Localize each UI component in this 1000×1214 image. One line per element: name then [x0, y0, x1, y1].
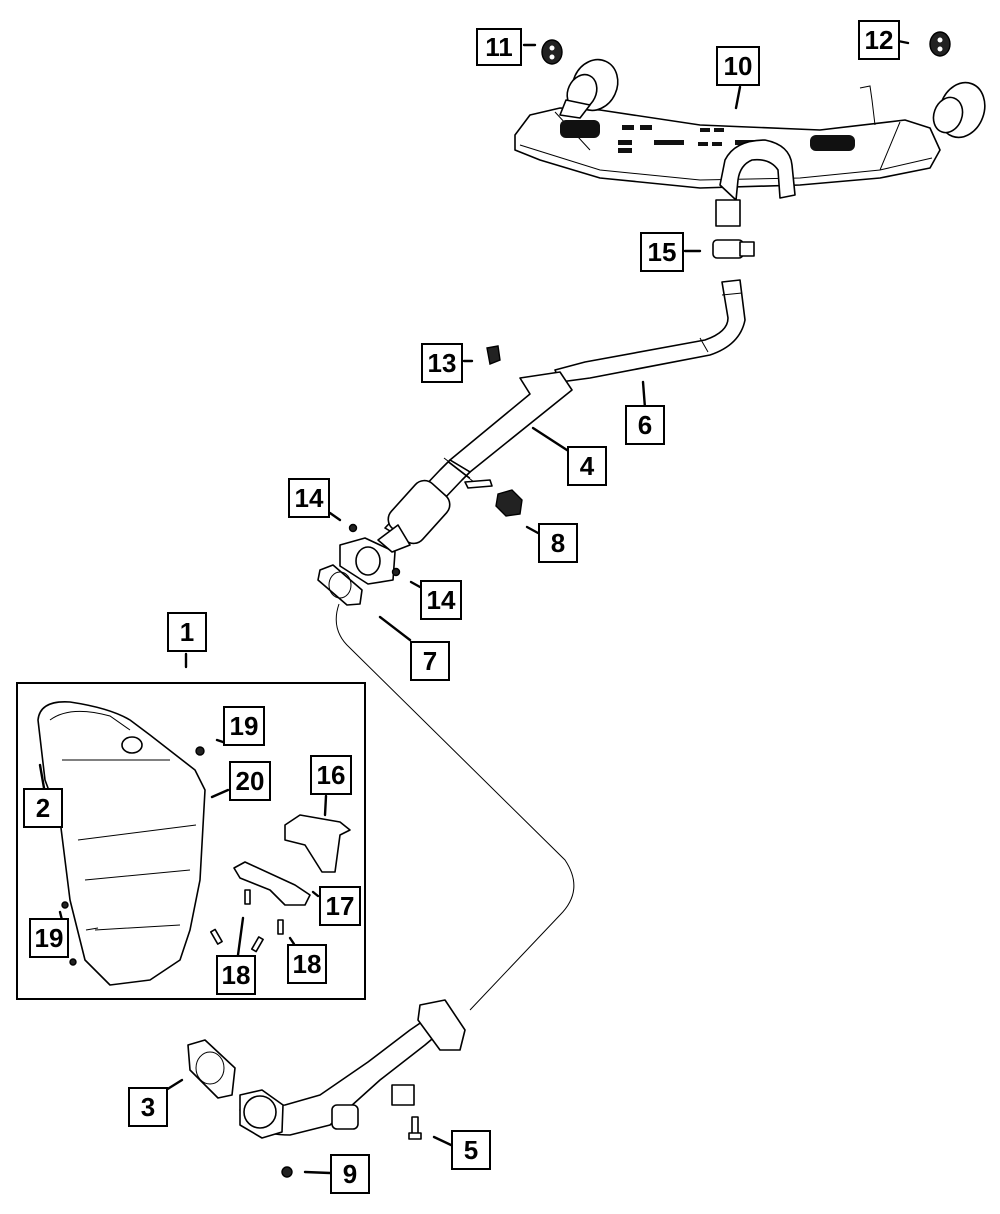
- callout-9[interactable]: 9: [330, 1154, 370, 1194]
- front-pipe-part: [239, 999, 466, 1139]
- leader-lines: [38, 39, 910, 1175]
- callout-19-upper[interactable]: 19: [223, 706, 265, 746]
- nut-14-upper: [348, 523, 358, 533]
- nut-19-upper: [195, 746, 205, 756]
- intermediate-pipe-part: [339, 371, 573, 585]
- callout-3[interactable]: 3: [128, 1087, 168, 1127]
- isolator-13-part: [486, 345, 501, 365]
- tailpipe-part: [554, 279, 746, 383]
- assembly-1-frame: [16, 682, 366, 1000]
- isolator-11-part: [541, 39, 563, 65]
- hanger-8-part: [495, 489, 523, 517]
- muffler-part: [514, 58, 986, 227]
- callout-14-upper[interactable]: 14: [288, 478, 330, 518]
- nut-9: [281, 1166, 293, 1178]
- callout-1[interactable]: 1: [167, 612, 207, 652]
- callout-20[interactable]: 20: [229, 761, 271, 801]
- callout-7[interactable]: 7: [410, 641, 450, 681]
- callout-18-left[interactable]: 18: [216, 955, 256, 995]
- callout-17[interactable]: 17: [319, 886, 361, 926]
- callout-16[interactable]: 16: [310, 755, 352, 795]
- bracket-16-part: [284, 814, 351, 873]
- gasket-7-part: [317, 564, 363, 606]
- callout-2[interactable]: 2: [23, 788, 63, 828]
- callout-5[interactable]: 5: [451, 1130, 491, 1170]
- nut-19-lower-b: [69, 958, 77, 966]
- bolts-18: [209, 889, 284, 953]
- clamp-part: [712, 239, 755, 259]
- callout-8[interactable]: 8: [538, 523, 578, 563]
- nut-19-lower-a: [61, 901, 69, 909]
- callout-4[interactable]: 4: [567, 446, 607, 486]
- callout-10[interactable]: 10: [716, 46, 760, 86]
- nut-14-lower: [391, 567, 401, 577]
- bracket-17-part: [233, 861, 311, 906]
- callout-11[interactable]: 11: [476, 28, 522, 66]
- assembly-connector-line: [335, 603, 575, 1011]
- callout-13[interactable]: 13: [421, 343, 463, 383]
- callout-15[interactable]: 15: [640, 232, 684, 272]
- catalytic-converter-part: [37, 701, 206, 986]
- bolt-5: [408, 1116, 422, 1140]
- gasket-3-part: [187, 1039, 236, 1099]
- callout-14-lower[interactable]: 14: [420, 580, 462, 620]
- callout-12[interactable]: 12: [858, 20, 900, 60]
- callout-18-right[interactable]: 18: [287, 944, 327, 984]
- isolator-12-part: [929, 31, 951, 57]
- callout-6[interactable]: 6: [625, 405, 665, 445]
- callout-19-lower[interactable]: 19: [29, 918, 69, 958]
